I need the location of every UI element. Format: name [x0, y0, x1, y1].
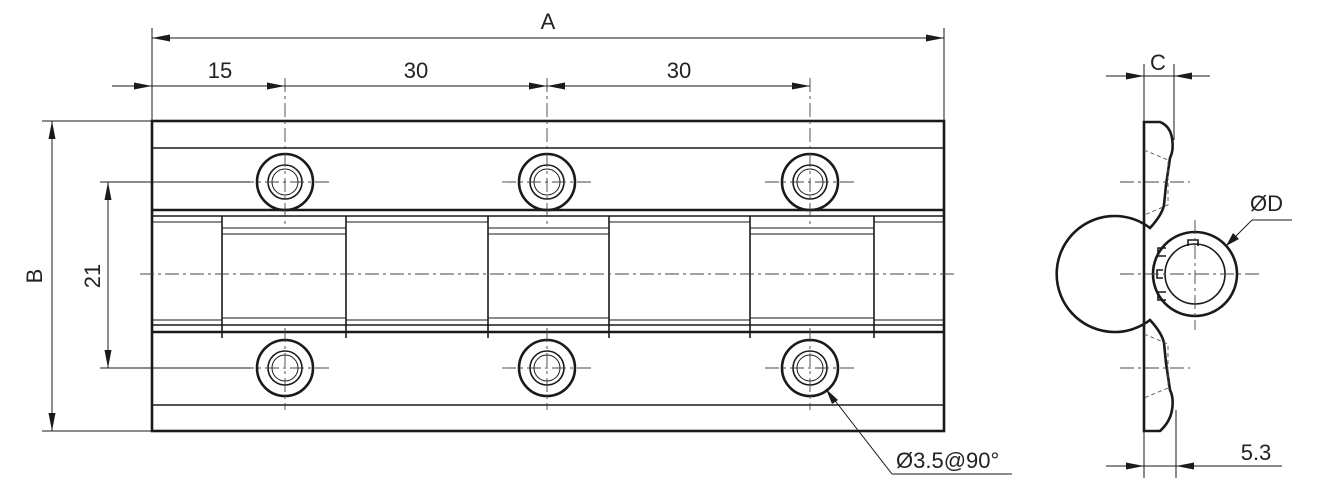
- hole-callout: Ø3.5@90°: [825, 388, 1012, 475]
- dimension-21: 21: [80, 181, 250, 369]
- countersunk-holes: [255, 152, 840, 398]
- front-view: [140, 78, 958, 433]
- side-view: [1055, 120, 1260, 433]
- dimension-5-3: 5.3: [1106, 410, 1282, 478]
- dim-30-second-label: 30: [667, 58, 691, 83]
- dimension-A: A: [151, 9, 945, 121]
- dimension-D: ØD: [1225, 191, 1292, 247]
- knuckle-segments: [152, 216, 944, 338]
- dimension-hole-spacing: 15 30 30: [112, 58, 810, 90]
- dim-C-label: C: [1150, 50, 1166, 75]
- hole-note-label: Ø3.5@90°: [896, 448, 999, 473]
- dim-5-3-label: 5.3: [1241, 440, 1272, 465]
- dim-A-label: A: [541, 9, 556, 34]
- dim-15-label: 15: [208, 58, 232, 83]
- dimension-B: B: [22, 120, 152, 432]
- plate-outline: [150, 119, 946, 433]
- dim-30-first-label: 30: [404, 58, 428, 83]
- dim-21-label: 21: [80, 264, 105, 288]
- dimension-C: C: [1106, 50, 1210, 140]
- dim-D-label: ØD: [1250, 191, 1283, 216]
- dim-B-label: B: [22, 269, 47, 284]
- side-profile-outline: [1055, 120, 1174, 433]
